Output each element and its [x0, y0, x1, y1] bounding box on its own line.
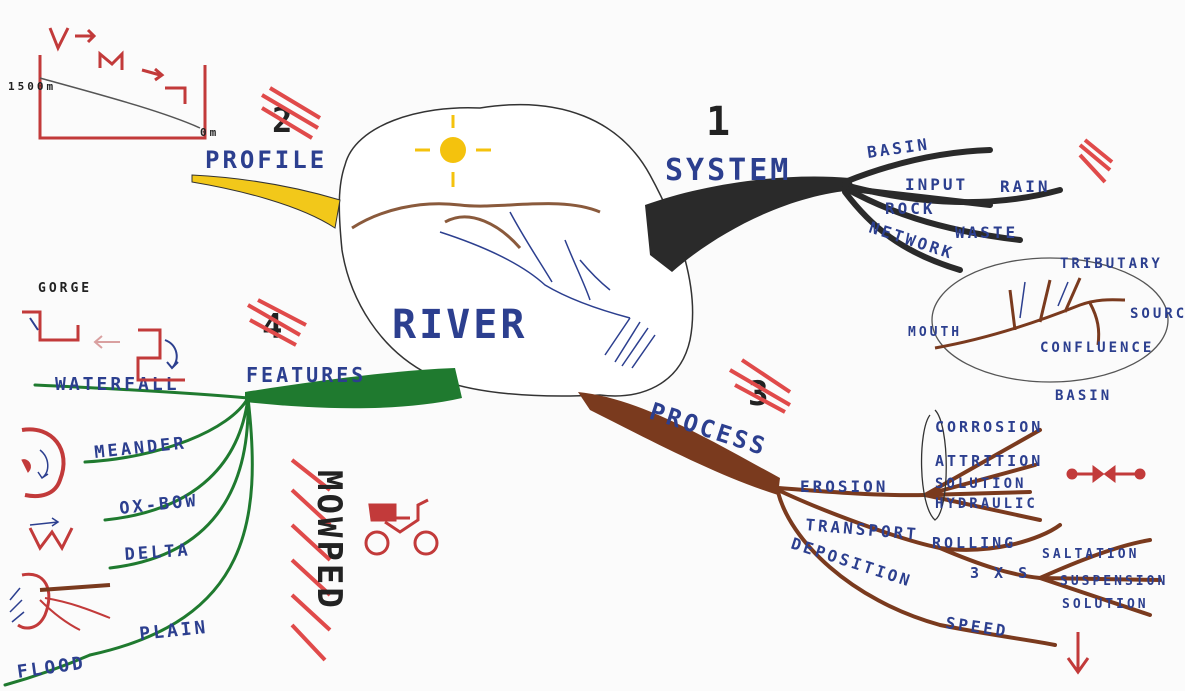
waterfall-sketch: [138, 330, 185, 380]
profile-title: PROFILE: [205, 146, 327, 174]
transport-suspension: SUSPENSION: [1060, 574, 1168, 589]
gorge-sketch: [22, 312, 120, 348]
basin-label-basin: BASIN: [1055, 388, 1112, 404]
profile-bottom-label: 0m: [200, 126, 219, 139]
features-title: FEATURES: [246, 363, 366, 387]
system-number: 1: [706, 99, 733, 145]
system-title: SYSTEM: [665, 153, 791, 188]
features-plain: PLAIN: [138, 617, 209, 645]
features-oxbow: OX-BOW: [118, 491, 199, 519]
features-meander: MEANDER: [93, 433, 187, 463]
attrition-arrows-icon: [1068, 468, 1144, 480]
process-transport-label: TRANSPORT: [805, 515, 920, 544]
red-scribble-system: [1080, 140, 1112, 182]
basin-label-tributary: TRIBUTARY: [1060, 256, 1163, 272]
erosion-corrosion: CORROSION: [935, 418, 1043, 436]
erosion-hydraulic: HYDRAULIC: [935, 496, 1038, 512]
transport-saltation: SALTATION: [1042, 547, 1139, 562]
system-item-rain: RAIN: [1000, 177, 1051, 196]
basin-label-mouth: MOUTH: [908, 325, 962, 340]
features-waterfall: WATERFALL: [55, 374, 180, 395]
system-item-rock: ROCK: [885, 199, 936, 218]
transport-solution: SOLUTION: [1062, 597, 1149, 612]
process-erosion-label: EROSION: [800, 477, 888, 496]
central-title: RIVER: [392, 302, 527, 348]
mnemonic-word: MOWPED: [309, 470, 349, 611]
erosion-solution: SOLUTION: [935, 476, 1026, 492]
profile-branch: [192, 175, 340, 228]
basin-diagram-streams: [935, 278, 1125, 348]
system-branch: [645, 177, 855, 272]
profile-top-label: 1500m: [8, 80, 56, 93]
transport-3xs: 3 X S: [970, 564, 1030, 582]
down-arrow-icon: [1068, 632, 1088, 672]
features-flood: FLOOD: [16, 653, 87, 683]
oxbow-sketch: [30, 518, 72, 548]
features-delta: DELTA: [124, 540, 191, 565]
long-profile-sketch: [40, 28, 205, 138]
erosion-attrition: ATTRITION: [935, 452, 1043, 470]
transport-rolling: ROLLING: [932, 534, 1016, 552]
deposition-speed: SPEED: [944, 613, 1009, 641]
central-cloud: [339, 105, 692, 396]
meander-sketch: [22, 429, 64, 496]
system-item-input: INPUT: [905, 175, 968, 194]
moped-icon: [366, 500, 437, 554]
basin-label-confluence: CONFLUENCE: [1040, 340, 1154, 356]
features-gorge-label: GORGE: [38, 281, 92, 296]
basin-label-source: SOURCE: [1130, 306, 1185, 322]
delta-sketch: [10, 574, 110, 630]
system-item-waste: WASTE: [955, 223, 1018, 242]
